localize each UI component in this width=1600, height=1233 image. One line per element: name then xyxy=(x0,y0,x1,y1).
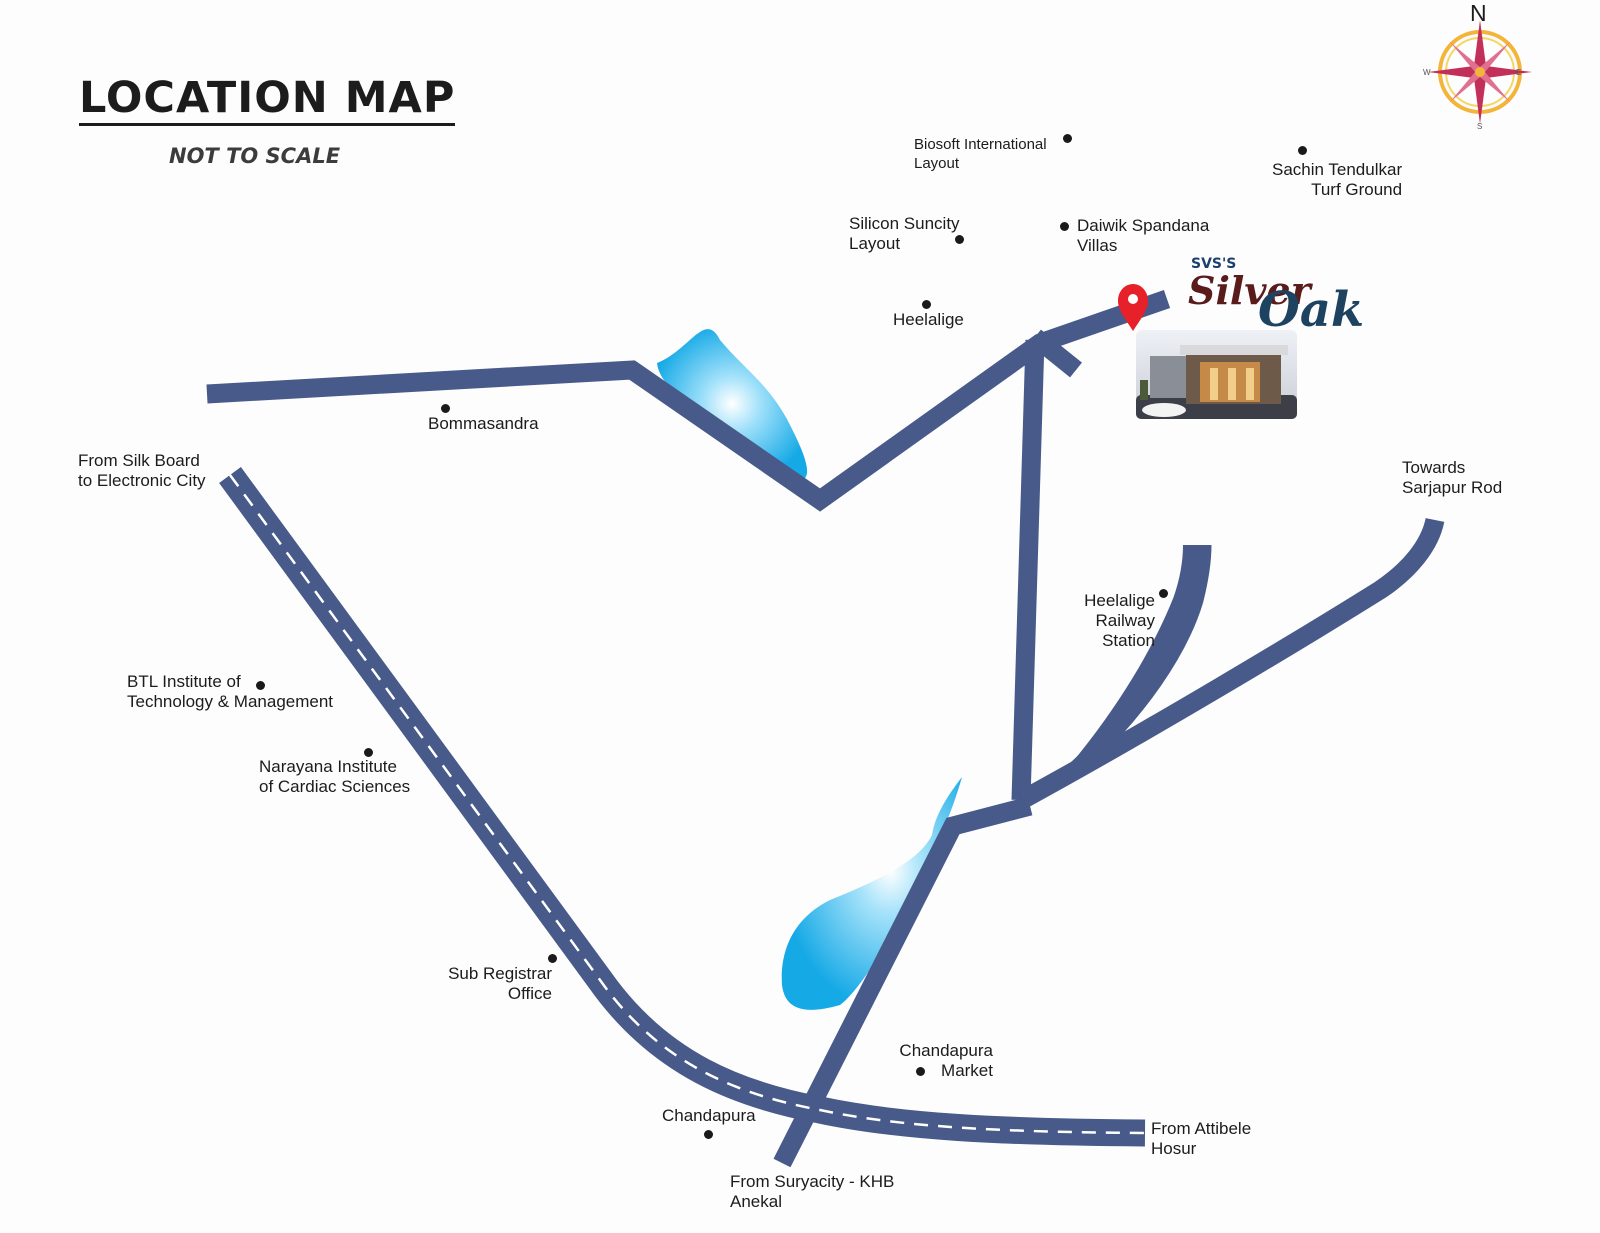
road-vertical xyxy=(1011,339,1045,801)
location-pin-icon xyxy=(1118,284,1148,331)
brand-name-oak: Oak xyxy=(1258,282,1365,338)
svg-text:W: W xyxy=(1423,68,1431,77)
road-bommasandra xyxy=(206,290,1171,512)
map-dot-heelalige xyxy=(922,300,931,309)
label-biosoft: Biosoft International Layout xyxy=(914,136,1047,172)
label-chandapura: Chandapura xyxy=(662,1106,756,1125)
road-suryacity xyxy=(773,796,1033,1168)
compass-north-label: N xyxy=(1470,0,1487,26)
road-railway xyxy=(1069,544,1212,777)
project-image xyxy=(1136,330,1297,419)
lake-south xyxy=(781,777,962,1010)
map-dot-chandapura-market xyxy=(916,1067,925,1076)
map-dot-silicon xyxy=(955,235,964,244)
map-dot-chandapura xyxy=(704,1130,713,1139)
map-dot-subregistrar xyxy=(548,954,557,963)
label-sarjapur: Towards Sarjapur Rod xyxy=(1402,458,1503,497)
compass-rose-icon: E W S xyxy=(1423,20,1532,131)
map-dot-narayana xyxy=(364,748,373,757)
map-dot-sachin xyxy=(1298,146,1307,155)
map-dot-btl xyxy=(256,681,265,690)
page-title: LOCATION MAP xyxy=(79,74,456,126)
label-attibele: From Attibele Hosur xyxy=(1151,1119,1252,1158)
map-dot-railway xyxy=(1159,589,1168,598)
road-arrowhead xyxy=(1029,329,1082,378)
lake-north xyxy=(657,329,808,479)
page-subtitle: NOT TO SCALE xyxy=(169,144,341,168)
brand-prefix: SVS'S xyxy=(1191,256,1237,272)
map-dot-daiwik xyxy=(1060,222,1069,231)
highway-centerline xyxy=(228,474,1146,1135)
label-railway: Heelalige Railway Station xyxy=(1084,591,1155,650)
road-network xyxy=(206,290,1445,1168)
label-heelalige: Heelalige xyxy=(893,310,964,329)
label-daiwik: Daiwik Spandana Villas xyxy=(1077,216,1210,255)
label-narayana: Narayana Institute of Cardiac Sciences xyxy=(259,757,411,796)
label-silicon: Silicon Suncity Layout xyxy=(849,214,960,253)
map-dot-bommasandra xyxy=(441,404,450,413)
label-sachin: Sachin Tendulkar Turf Ground xyxy=(1272,160,1403,199)
road-sarjapur xyxy=(1017,517,1445,809)
brand-name-silver: Silver xyxy=(1188,268,1311,313)
label-suryacity: From Suryacity - KHB Anekal xyxy=(730,1172,895,1211)
svg-text:E: E xyxy=(1516,68,1521,77)
label-btl: BTL Institute of Technology & Management xyxy=(127,672,334,711)
label-bommasandra: Bommasandra xyxy=(428,414,539,433)
map-dot-biosoft xyxy=(1063,134,1072,143)
label-silkboard: From Silk Board to Electronic City xyxy=(78,451,206,490)
label-subregistrar: Sub Registrar Office xyxy=(448,964,552,1003)
svg-text:S: S xyxy=(1477,122,1482,131)
label-chandapura-market: Chandapura Market xyxy=(899,1041,993,1080)
